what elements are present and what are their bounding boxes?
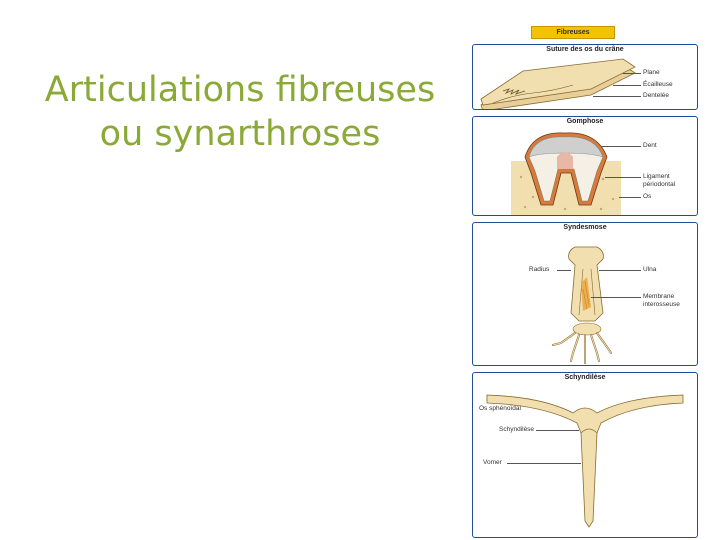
label-os-sphenoidal: Os sphénoïdal	[479, 405, 521, 412]
slide-title-line-2: ou synarthroses	[99, 114, 381, 154]
tooth-illustration	[511, 132, 621, 215]
label-vomer: Vomer	[483, 459, 504, 467]
label-dent: Dent	[643, 142, 657, 149]
panel-schyndilese: Schyndilèse Os sphénoïdal Schyndilèse Vo…	[472, 372, 698, 538]
label-radius: Radius	[529, 266, 550, 273]
panel-gomphose-title: Gomphose	[566, 118, 604, 125]
label-schyndilese: Schyndilèse	[499, 426, 537, 434]
label-dentelee: Dentelée	[643, 92, 670, 99]
suture-illustration	[480, 58, 636, 109]
vomer-illustration	[486, 394, 684, 528]
label-plane: Plane	[643, 69, 660, 76]
slide-title: Articulations fibreuses ou synarthroses	[30, 68, 450, 156]
panel-gomphose: Gomphose Dent Ligament périodontal Os	[472, 116, 698, 216]
figure-header: Fibreuses	[531, 26, 615, 39]
panel-syndesmose: Syndesmose Radius	[472, 222, 698, 366]
label-ligament: Ligament périodontal	[643, 173, 676, 188]
panel-suture-title: Suture des os du crâne	[546, 46, 624, 53]
panel-suture: Suture des os du crâne Plane Écailleuse …	[472, 44, 698, 110]
panel-schyndilese-title: Schyndilèse	[564, 374, 606, 381]
panel-syndesmose-title: Syndesmose	[563, 224, 607, 231]
label-ecailleuse: Écailleuse	[643, 81, 673, 88]
forearm-illustration	[552, 246, 612, 364]
label-membrane: Membrane interosseuse	[643, 293, 680, 308]
label-ulna: Ulna	[643, 266, 657, 273]
fibrous-joints-figure: Fibreuses Suture des os du crâne Plane É…	[458, 22, 700, 540]
slide-title-line-1: Articulations fibreuses	[44, 70, 436, 110]
label-os: Os	[643, 193, 652, 200]
